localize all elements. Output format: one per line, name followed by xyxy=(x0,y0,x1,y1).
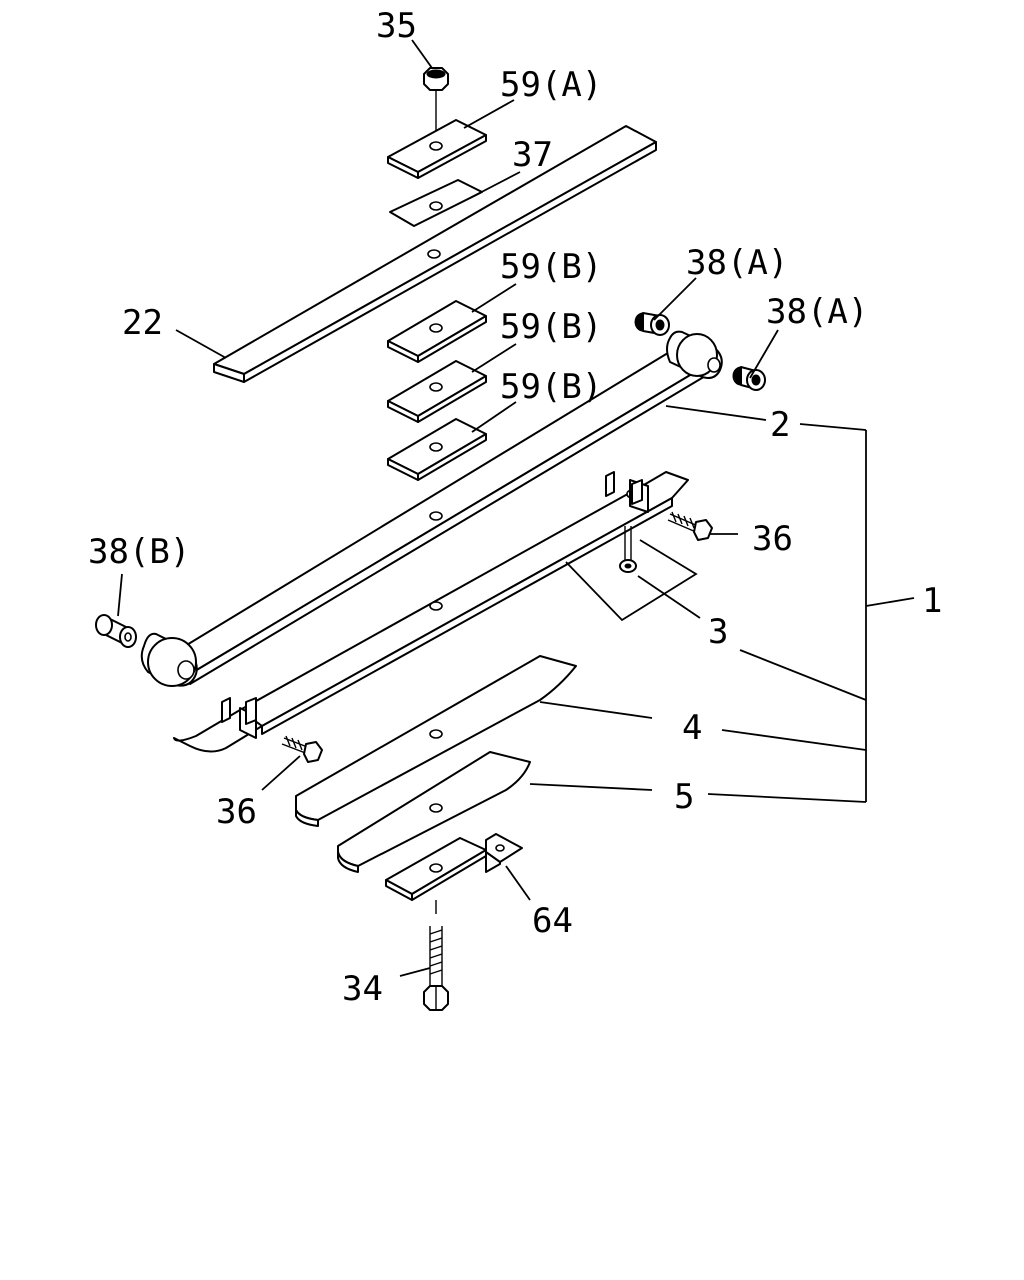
label-2: 2 xyxy=(770,405,790,445)
leaf-3 xyxy=(173,471,689,753)
label-3: 3 xyxy=(708,612,728,652)
plate-59b-3 xyxy=(387,418,487,481)
label-1: 1 xyxy=(922,581,942,621)
bushing-38a-1 xyxy=(634,312,670,336)
leader-lines xyxy=(117,39,915,977)
label-59b-3: 59(B) xyxy=(500,367,602,407)
bracket-64 xyxy=(385,833,523,901)
rivet-3 xyxy=(619,526,637,573)
label-5: 5 xyxy=(674,777,694,817)
plate-59b-1 xyxy=(387,300,487,363)
leaf-5 xyxy=(337,751,531,873)
bushing-38a-2 xyxy=(732,366,766,391)
label-59a: 59(A) xyxy=(500,65,602,105)
bolt-34 xyxy=(423,900,449,1011)
label-35: 35 xyxy=(376,6,417,46)
part-labels: 35 59(A) 37 22 59(B) 59(B) 59(B) 38(A) 3… xyxy=(88,6,942,1009)
label-36-right: 36 xyxy=(752,519,793,559)
label-38b: 38(B) xyxy=(88,532,190,572)
bolt-36-right xyxy=(667,511,713,541)
label-36-left: 36 xyxy=(216,792,257,832)
plate-59a xyxy=(387,119,487,179)
nut-35 xyxy=(423,67,449,146)
main-leaf-2 xyxy=(140,330,723,687)
label-38a-2: 38(A) xyxy=(766,292,868,332)
label-22: 22 xyxy=(122,303,163,343)
label-59b-1: 59(B) xyxy=(500,247,602,287)
label-38a-1: 38(A) xyxy=(686,243,788,283)
label-64: 64 xyxy=(532,901,573,941)
bolt-36-left xyxy=(281,735,323,763)
plate-59b-2 xyxy=(387,360,487,423)
leaf-4 xyxy=(295,655,577,827)
label-34: 34 xyxy=(342,969,383,1009)
leaf-22 xyxy=(213,125,657,383)
label-37: 37 xyxy=(512,135,553,175)
bushing-38b xyxy=(95,614,137,648)
label-59b-2: 59(B) xyxy=(500,307,602,347)
label-4: 4 xyxy=(682,708,702,748)
